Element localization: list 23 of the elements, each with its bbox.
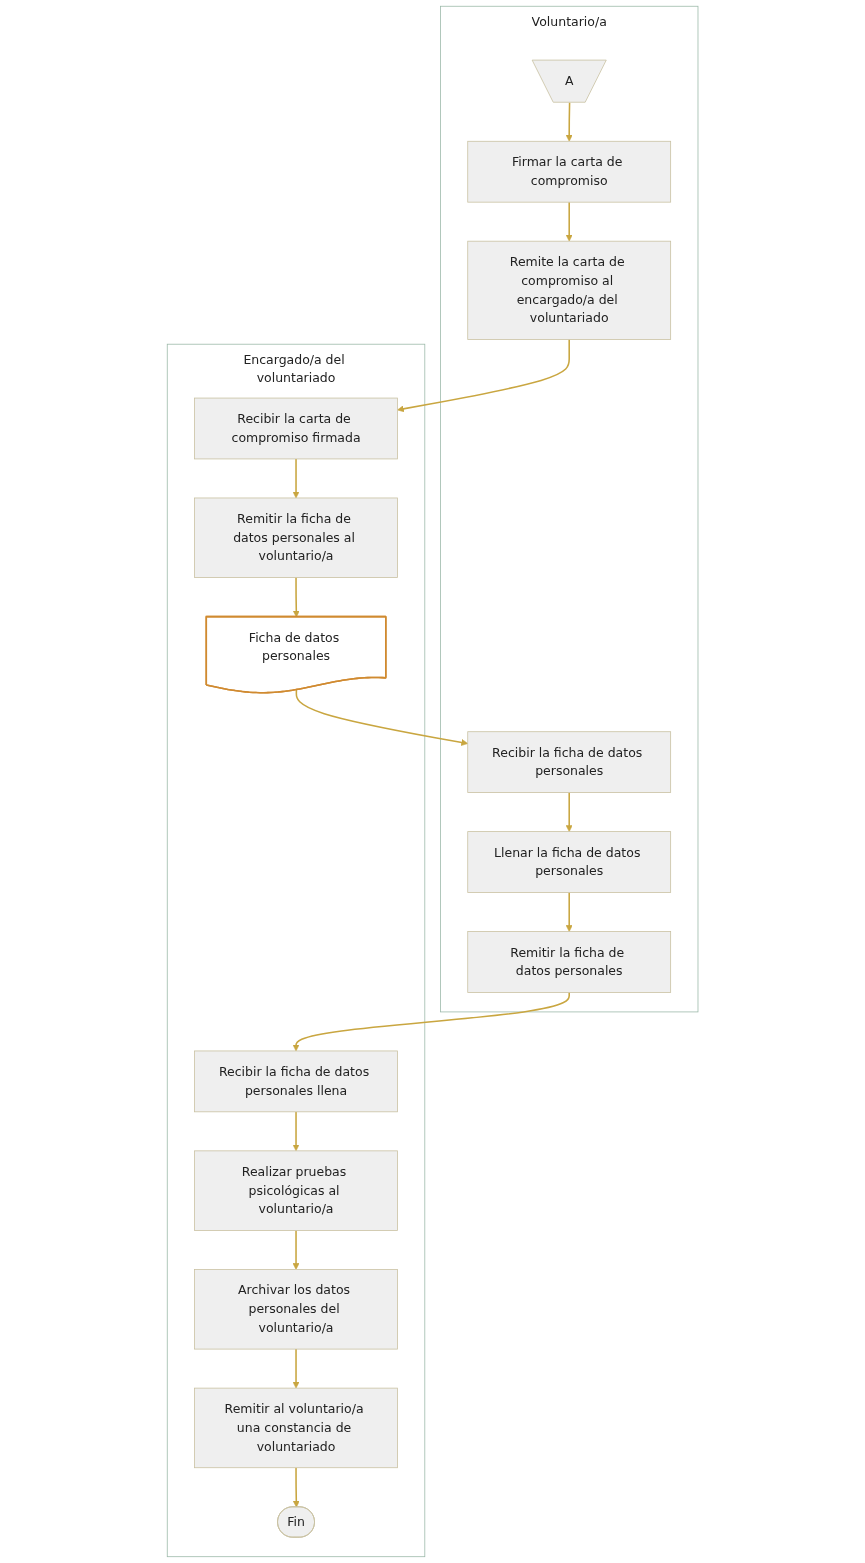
arrow: [292, 1111, 300, 1152]
node-box: Remitir la ficha de datos personales: [467, 931, 671, 993]
arrow: [565, 101, 573, 142]
node-box: Remite la carta de compromiso al encargado/a del voluntariado: [467, 240, 671, 340]
arrow: [292, 458, 300, 499]
node-box: Remitir al voluntario/a una constancia de voluntariado: [194, 1387, 398, 1469]
arrow: [565, 891, 573, 932]
node-box: Realizar pruebas psicológicas al voluntario/a: [194, 1150, 398, 1231]
node-box: Llenar la ficha de datos personales: [467, 831, 671, 893]
arrow: [292, 1466, 300, 1508]
node-box: Recibir la ficha de datos personales llena: [194, 1050, 398, 1113]
arrow: [295, 689, 468, 746]
arrow: [565, 201, 573, 242]
arrow: [292, 991, 570, 1052]
node-box: Remitir la ficha de datos personales al voluntario/a: [194, 497, 398, 578]
arrow: [397, 338, 570, 413]
node-box: Recibir la ficha de datos personales: [467, 731, 671, 793]
node-box: Recibir la carta de compromiso firmada: [194, 397, 398, 460]
arrow: [292, 1229, 300, 1270]
arrow: [292, 1348, 300, 1389]
node-box: Archivar los datos personales del voluntario/a: [194, 1269, 398, 1350]
node-box: Firmar la carta de compromiso: [467, 140, 671, 203]
arrow: [565, 791, 573, 832]
